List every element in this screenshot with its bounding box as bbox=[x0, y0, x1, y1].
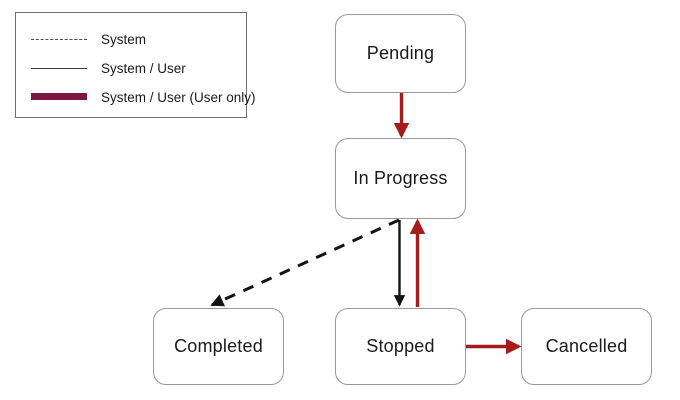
solid-line-icon bbox=[31, 62, 87, 74]
legend-item-label: System bbox=[101, 31, 147, 47]
state-label: Completed bbox=[174, 336, 263, 356]
thick-line-icon bbox=[31, 91, 87, 103]
state-box-completed[interactable]: Completed bbox=[153, 308, 284, 385]
legend-item-system: System bbox=[16, 26, 248, 52]
state-box-in-progress[interactable]: In Progress bbox=[335, 138, 466, 219]
state-box-cancelled[interactable]: Cancelled bbox=[521, 308, 652, 385]
legend-item-system-user-user-only: System / User (User only) bbox=[16, 84, 256, 110]
state-label: In Progress bbox=[353, 168, 448, 188]
legend-item-label: System / User (User only) bbox=[101, 89, 256, 105]
state-box-pending[interactable]: Pending bbox=[335, 14, 466, 93]
state-label: Stopped bbox=[366, 336, 435, 356]
state-label: Pending bbox=[366, 43, 435, 63]
state-box-stopped[interactable]: Stopped bbox=[335, 308, 466, 385]
legend-item-label: System / User bbox=[101, 60, 186, 76]
dashed-line-icon bbox=[31, 33, 87, 45]
edge-in-progress-to-completed bbox=[210, 218, 400, 307]
legend: System System / User System / User (User… bbox=[15, 12, 256, 118]
state-label: Cancelled bbox=[545, 336, 628, 356]
legend-item-system-user: System / User bbox=[16, 55, 248, 81]
